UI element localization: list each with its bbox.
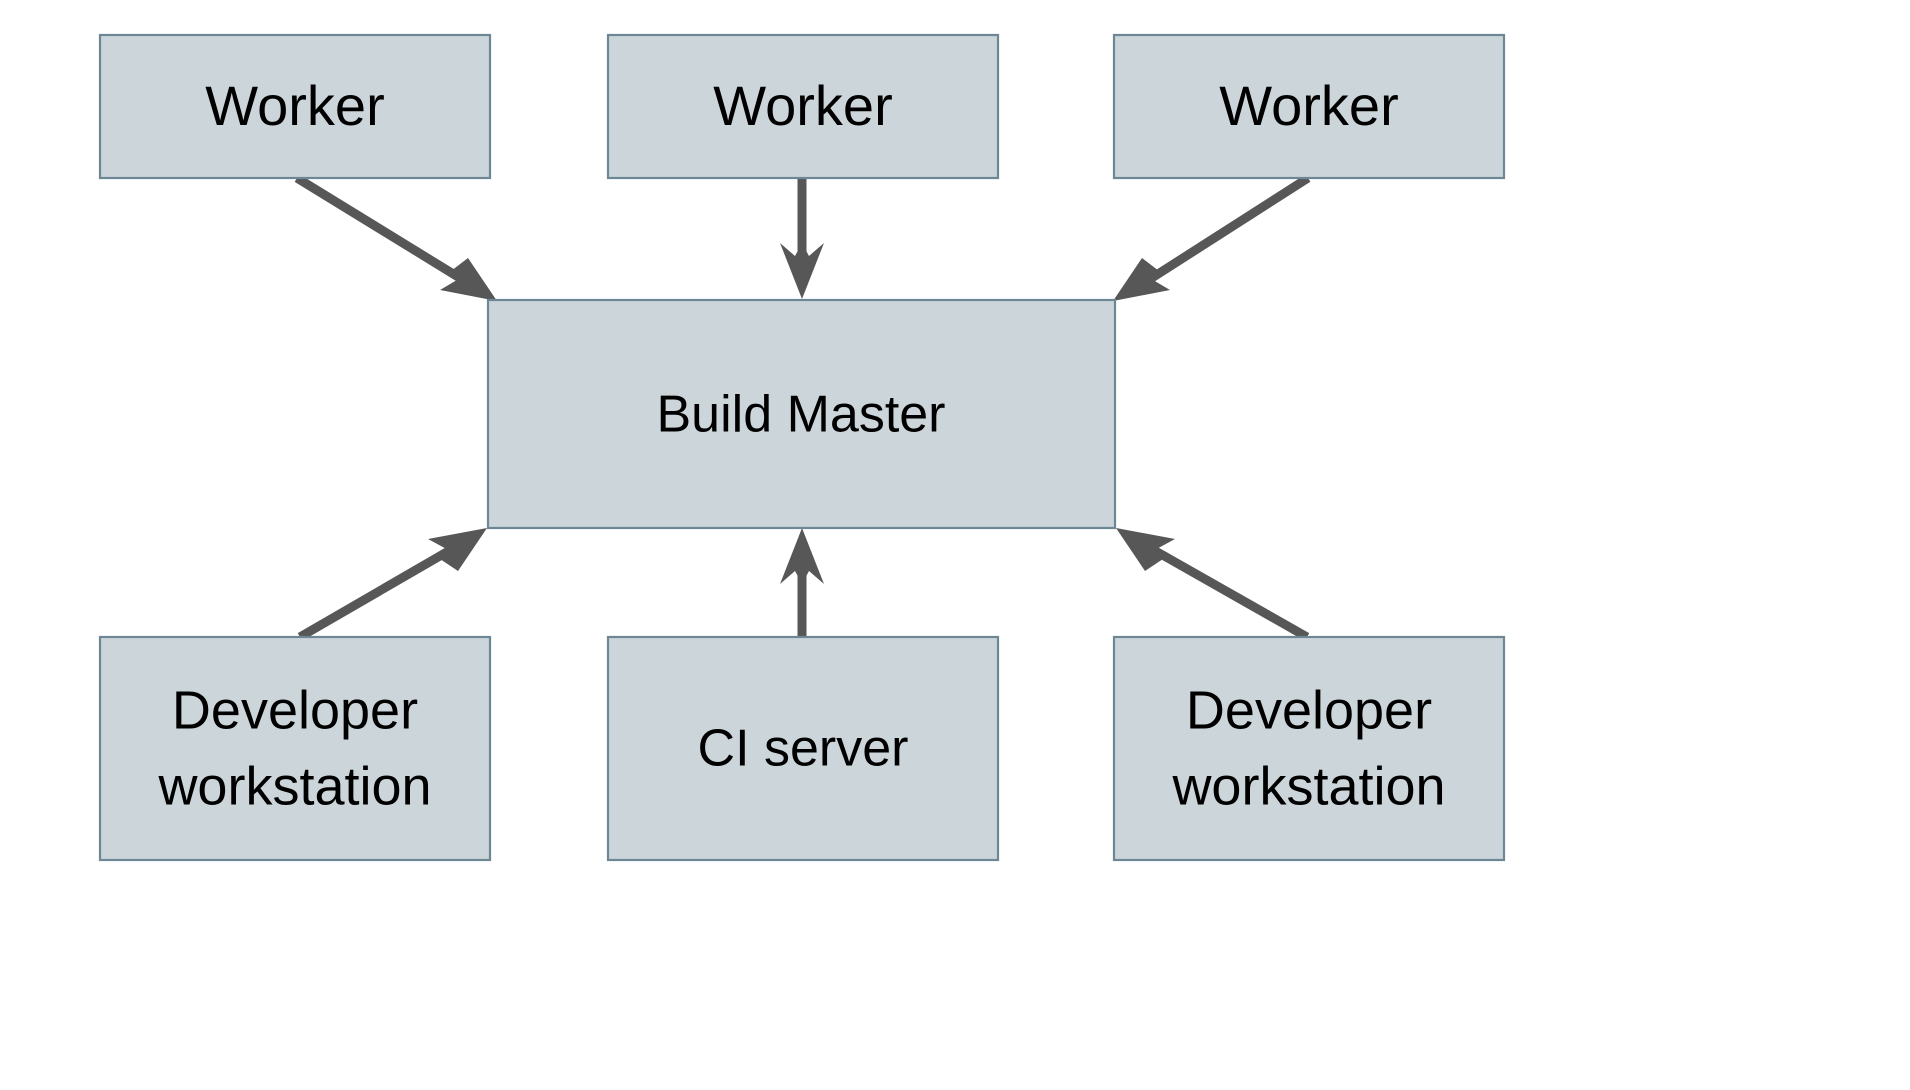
node-ci-server-box[interactable] [606, 635, 1000, 862]
edge-worker3-line [1141, 174, 1311, 287]
node-worker-1[interactable]: Worker [98, 33, 492, 180]
node-worker-3-box[interactable] [1112, 33, 1506, 180]
node-ci-server[interactable]: CI server [606, 635, 1000, 862]
node-build-master[interactable]: Build Master [486, 298, 1117, 530]
node-worker-1-box[interactable] [98, 33, 492, 180]
node-dev-workstation-left-label-line1: Developer [172, 680, 418, 740]
node-dev-workstation-right-box[interactable] [1112, 635, 1506, 862]
node-worker-2[interactable]: Worker [606, 33, 1000, 180]
edge-worker1-arrowhead [440, 258, 497, 301]
node-worker-2-box[interactable] [606, 33, 1000, 180]
edge-devright-arrowhead [1116, 528, 1175, 571]
node-dev-workstation-right[interactable]: Developer workstation [1112, 635, 1506, 862]
node-worker-2-label: Worker [713, 74, 892, 137]
node-dev-workstation-left[interactable]: Developer workstation [98, 635, 492, 862]
node-worker-3-label: Worker [1219, 74, 1398, 137]
edge-devleft-line [297, 545, 455, 641]
edge-worker1-to-master [294, 174, 497, 301]
edge-worker2-to-master [780, 178, 824, 299]
node-dev-workstation-right-label-line2: workstation [1171, 756, 1445, 816]
node-dev-workstation-left-label-line2: workstation [157, 756, 431, 816]
node-dev-workstation-left-box[interactable] [98, 635, 492, 862]
node-ci-server-label: CI server [698, 720, 909, 778]
edge-worker2-arrowhead [780, 243, 824, 299]
edge-worker3-to-master [1113, 174, 1311, 301]
edge-devright-to-master [1116, 528, 1310, 641]
edge-devleft-arrowhead [428, 528, 487, 571]
node-build-master-label: Build Master [657, 386, 946, 444]
node-worker-1-label: Worker [205, 74, 384, 137]
node-worker-3[interactable]: Worker [1112, 33, 1506, 180]
edge-ciserver-to-master [780, 528, 824, 637]
edge-devleft-to-master [297, 528, 487, 641]
edge-ciserver-arrowhead [780, 528, 824, 584]
edge-devright-line [1149, 545, 1310, 641]
node-build-master-box[interactable] [486, 298, 1117, 530]
edge-worker3-arrowhead [1113, 258, 1170, 301]
edge-worker1-line [294, 174, 471, 287]
node-dev-workstation-right-label-line1: Developer [1186, 680, 1432, 740]
